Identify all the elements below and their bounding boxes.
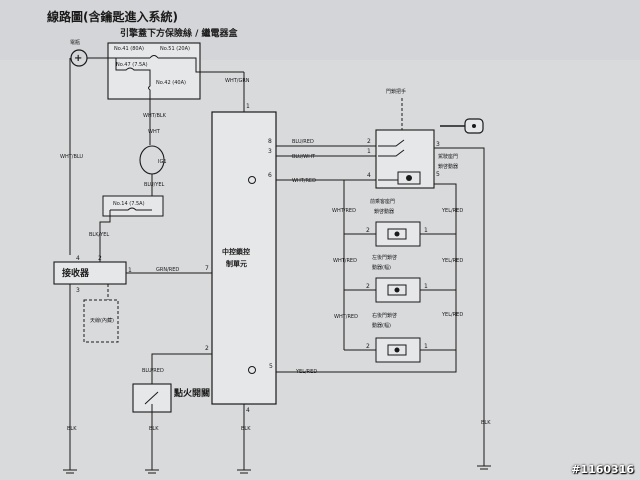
antenna-label: 天線(內藏)	[90, 317, 114, 324]
battery-label: 電瓶	[70, 39, 80, 46]
wire-yel-red-bus-1: YEL/RED	[441, 208, 463, 214]
svg-text:3: 3	[268, 148, 272, 155]
svg-text:8: 8	[268, 138, 272, 145]
fuse-42: No.42 (40A)	[156, 80, 186, 86]
svg-text:2: 2	[367, 138, 371, 145]
wire-wht-red-bus-1: WHT/RED	[332, 208, 356, 214]
front-passenger-line-1: 前乘客座門	[370, 198, 395, 205]
receiver-label: 接收器	[62, 267, 90, 279]
wire-blk-yel: BLK/YEL	[89, 232, 109, 238]
driver-actuator-line-1: 駕駛座門	[438, 153, 458, 160]
wire-wht: WHT	[148, 129, 161, 135]
svg-text:5: 5	[436, 171, 440, 178]
fuse-relay-box: 引擎蓋下方保險絲 / 繼電器盒 No.41 (80A) No.51 (20A) …	[87, 27, 244, 100]
driver-door-lock-actuator: 2 1 4 3 5 駕駛座門 鎖啓動器	[367, 129, 458, 189]
wire-blu-red: BLU/RED	[142, 368, 164, 374]
wire-blu-wht: BLU/WHT	[292, 154, 316, 160]
fuse-47: No.47 (7.5A)	[116, 62, 148, 68]
ground-4-label: BLK	[481, 420, 491, 426]
wire-wht-red: WHT/RED	[292, 178, 316, 184]
wire-yel-red-main: YEL/RED	[295, 369, 317, 375]
svg-text:4: 4	[367, 172, 371, 179]
rear-left-line-2: 動器(幅)	[372, 264, 391, 271]
wire-wht-red-bus-3: WHT/RED	[334, 314, 358, 320]
svg-text:+: +	[74, 53, 82, 64]
svg-text:2: 2	[366, 227, 370, 234]
driver-actuator-line-2: 鎖啓動器	[438, 163, 458, 170]
rear-right-actuator: 2 1	[344, 337, 456, 363]
front-passenger-actuator: 2 1	[344, 221, 456, 247]
central-lock-control-unit: 中控鎖控 制單元 1 8 3 6 7 2 5 4	[205, 103, 277, 414]
watermark: #1160316	[571, 463, 634, 476]
svg-text:1: 1	[424, 283, 428, 290]
ignition-label: 點火開關	[173, 387, 210, 399]
svg-text:1: 1	[367, 148, 371, 155]
wire-wht-blu: WHT/BLU	[60, 154, 83, 160]
ig1-label: IG1	[158, 159, 167, 165]
wire-yel-red-bus-2: YEL/RED	[441, 258, 463, 264]
svg-text:2: 2	[366, 283, 370, 290]
rear-left-line-1: 左後門鎖啓	[372, 254, 397, 261]
ground-3-label: BLK	[149, 426, 159, 432]
wire-grn-red: GRN/RED	[156, 267, 179, 273]
svg-text:1: 1	[246, 103, 250, 110]
ignition-switch: 點火開關	[132, 383, 210, 413]
wire-wht-red-bus-2: WHT/RED	[333, 258, 357, 264]
svg-text:2: 2	[366, 343, 370, 350]
wire-wht-grn: WHT/GRN	[225, 78, 250, 84]
svg-text:5: 5	[269, 363, 273, 370]
rear-left-actuator: 2 1	[344, 277, 456, 303]
key-icon	[440, 118, 484, 134]
svg-text:7: 7	[205, 265, 209, 272]
fuse-51: No.51 (20A)	[160, 46, 190, 52]
wire-blu-red-top: BLU/RED	[292, 139, 314, 145]
svg-text:1: 1	[424, 227, 428, 234]
door-handle-label: 門鎖把手	[386, 88, 406, 95]
rear-right-line-2: 動器(幅)	[372, 322, 391, 329]
svg-text:4: 4	[246, 407, 250, 414]
central-unit-line-2: 制單元	[226, 259, 247, 268]
svg-text:1: 1	[128, 267, 132, 274]
fuse-41: No.41 (80A)	[114, 46, 144, 52]
svg-text:2: 2	[98, 255, 102, 262]
diagram-title: 線路圖(含鑰匙進入系統)	[47, 9, 178, 24]
fuse-14: No.14 (7.5A)	[102, 195, 164, 217]
front-passenger-line-2: 鎖啓動器	[374, 208, 394, 215]
svg-text:6: 6	[268, 172, 272, 179]
svg-text:3: 3	[76, 287, 80, 294]
ground-1-label: BLK	[67, 426, 77, 432]
fusebox-label: 引擎蓋下方保險絲 / 繼電器盒	[120, 27, 239, 39]
svg-text:4: 4	[76, 255, 80, 262]
svg-text:2: 2	[205, 345, 209, 352]
ground-2-label: BLK	[241, 426, 251, 432]
svg-text:3: 3	[436, 141, 440, 148]
svg-text:1: 1	[424, 343, 428, 350]
fuse-14-label: No.14 (7.5A)	[113, 201, 145, 207]
wire-yel-red-bus-3: YEL/RED	[441, 312, 463, 318]
wire-wht-blk: WHT/BLK	[143, 113, 167, 119]
central-unit-line-1: 中控鎖控	[222, 247, 250, 256]
rear-right-line-1: 右後門鎖啓	[372, 312, 397, 319]
wire-blu-yel: BLU/YEL	[144, 182, 165, 188]
